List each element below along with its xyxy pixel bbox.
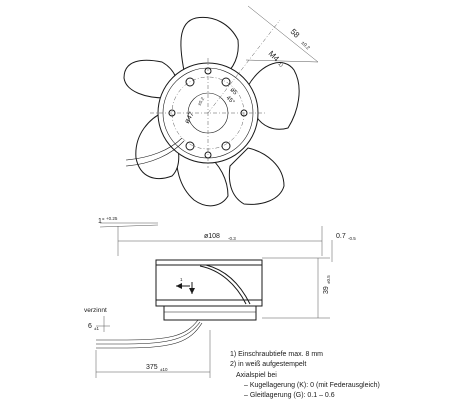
tin-label: verzinnt xyxy=(84,307,107,314)
lead-cable xyxy=(125,321,201,345)
mounting-hole xyxy=(221,77,231,87)
mounting-hole xyxy=(185,141,195,151)
lead-cable xyxy=(125,319,199,341)
fan-top-view xyxy=(123,5,319,207)
note-sleeve-bearing: – Gleitlagerung (G): 0.1 – 0.6 xyxy=(244,392,335,399)
mounting-hole xyxy=(221,141,231,151)
note-ball-bearing: – Kugellagerung (K): 0 (mit Federausglei… xyxy=(244,382,380,389)
note-1: 1) Einschraubtiefe max. 8 mm xyxy=(230,351,323,358)
bolt-circle-dia-tol: ±0.2 xyxy=(197,96,206,106)
offset-tol: -0.5 xyxy=(348,236,356,241)
height-tol: ±0.5 xyxy=(326,275,331,284)
angle-reference-line xyxy=(99,224,159,228)
thread-label: M4 xyxy=(267,49,282,64)
arrow-note: 1 xyxy=(180,277,183,282)
mounting-hole xyxy=(185,77,195,87)
cable-length-label: 375 xyxy=(146,364,158,371)
tin-length-label: 6 xyxy=(88,323,92,330)
hole-dia-label: ø5 xyxy=(229,87,239,97)
diagonal-centerline xyxy=(207,19,281,114)
fan-blade xyxy=(228,147,285,205)
fan-side-view xyxy=(95,222,333,378)
note-axial-heading: Axialspiel bei xyxy=(236,372,277,379)
dimension-line xyxy=(247,5,319,63)
note-2: 2) in weiß aufgestempelt xyxy=(230,361,306,368)
blade-section-curve xyxy=(199,265,247,305)
airflow-arrowhead xyxy=(176,283,182,289)
cable-length-tol: ±10 xyxy=(160,367,168,372)
dimension-line xyxy=(245,59,319,63)
angle-label: 45° xyxy=(225,95,236,106)
housing-body xyxy=(155,259,263,307)
dia-108-label: ø108 xyxy=(204,233,220,240)
height-label: 39 xyxy=(323,286,330,294)
angle-label: 1° xyxy=(98,217,105,225)
blade-section-curve xyxy=(205,264,251,305)
dim-58-tol: ±0.2 xyxy=(300,40,311,51)
fan-blade xyxy=(247,62,300,130)
lead-wire xyxy=(125,137,183,161)
angle-tol: +0.25 xyxy=(106,216,118,221)
dia-108-tol: -0.3 xyxy=(228,236,236,241)
lead-cable xyxy=(125,322,203,349)
thread-note: 1) xyxy=(277,61,285,69)
offset-label: 0.7 xyxy=(336,233,346,240)
tin-length-tol: ±1 xyxy=(94,326,99,331)
dim-58-label: 58 xyxy=(289,27,302,40)
housing-base xyxy=(163,305,257,321)
fan-blade xyxy=(175,149,229,207)
rotation-arrowhead xyxy=(189,288,195,294)
